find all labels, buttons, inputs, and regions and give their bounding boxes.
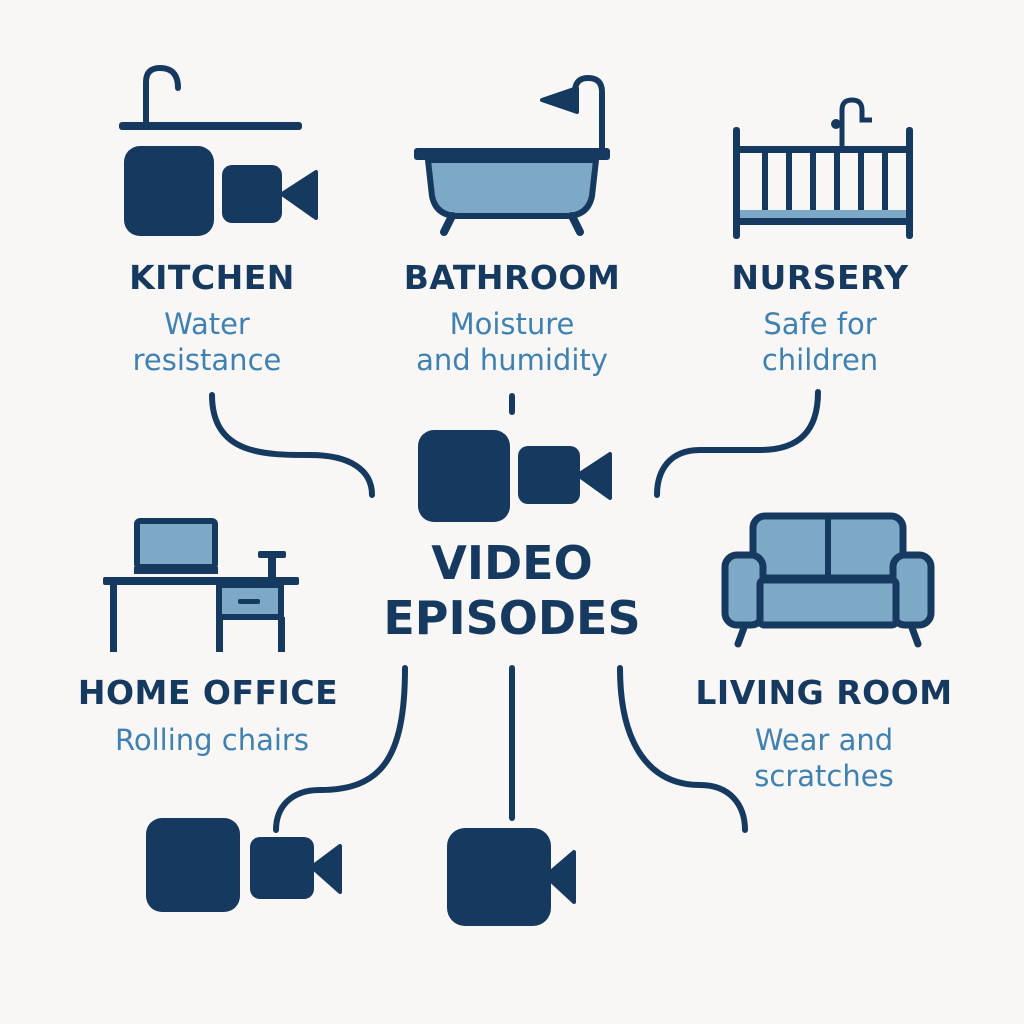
connectors	[209, 389, 821, 833]
kitchen-sink-icon	[119, 64, 318, 236]
home-office-title: HOME OFFICE	[77, 673, 339, 712]
video-camera-icon	[447, 828, 576, 926]
video-camera-icon	[418, 430, 612, 522]
crib-icon	[733, 97, 913, 239]
kitchen-description: Water resistance	[132, 307, 282, 377]
connector-kitchen	[209, 392, 375, 498]
home-office-description: Rolling chairs	[115, 723, 309, 757]
desk-icon	[103, 518, 299, 652]
connector-nursery	[654, 389, 821, 498]
living-room-title: LIVING ROOM	[695, 673, 953, 712]
connector-home-office	[273, 665, 408, 833]
nursery-description: Safe for children	[761, 307, 879, 377]
nursery-title: NURSERY	[731, 258, 909, 297]
bathtub-icon	[414, 74, 610, 236]
bathroom-title: BATHROOM	[403, 258, 621, 297]
center-title: VIDEO EPISODES	[383, 536, 641, 645]
sofa-icon	[721, 512, 935, 648]
connector-living-room	[617, 665, 748, 833]
video-camera-icon	[146, 818, 342, 912]
kitchen-title: KITCHEN	[129, 258, 295, 297]
living-room-description: Wear and scratches	[754, 723, 894, 793]
bathroom-description: Moisture and humidity	[416, 307, 608, 377]
